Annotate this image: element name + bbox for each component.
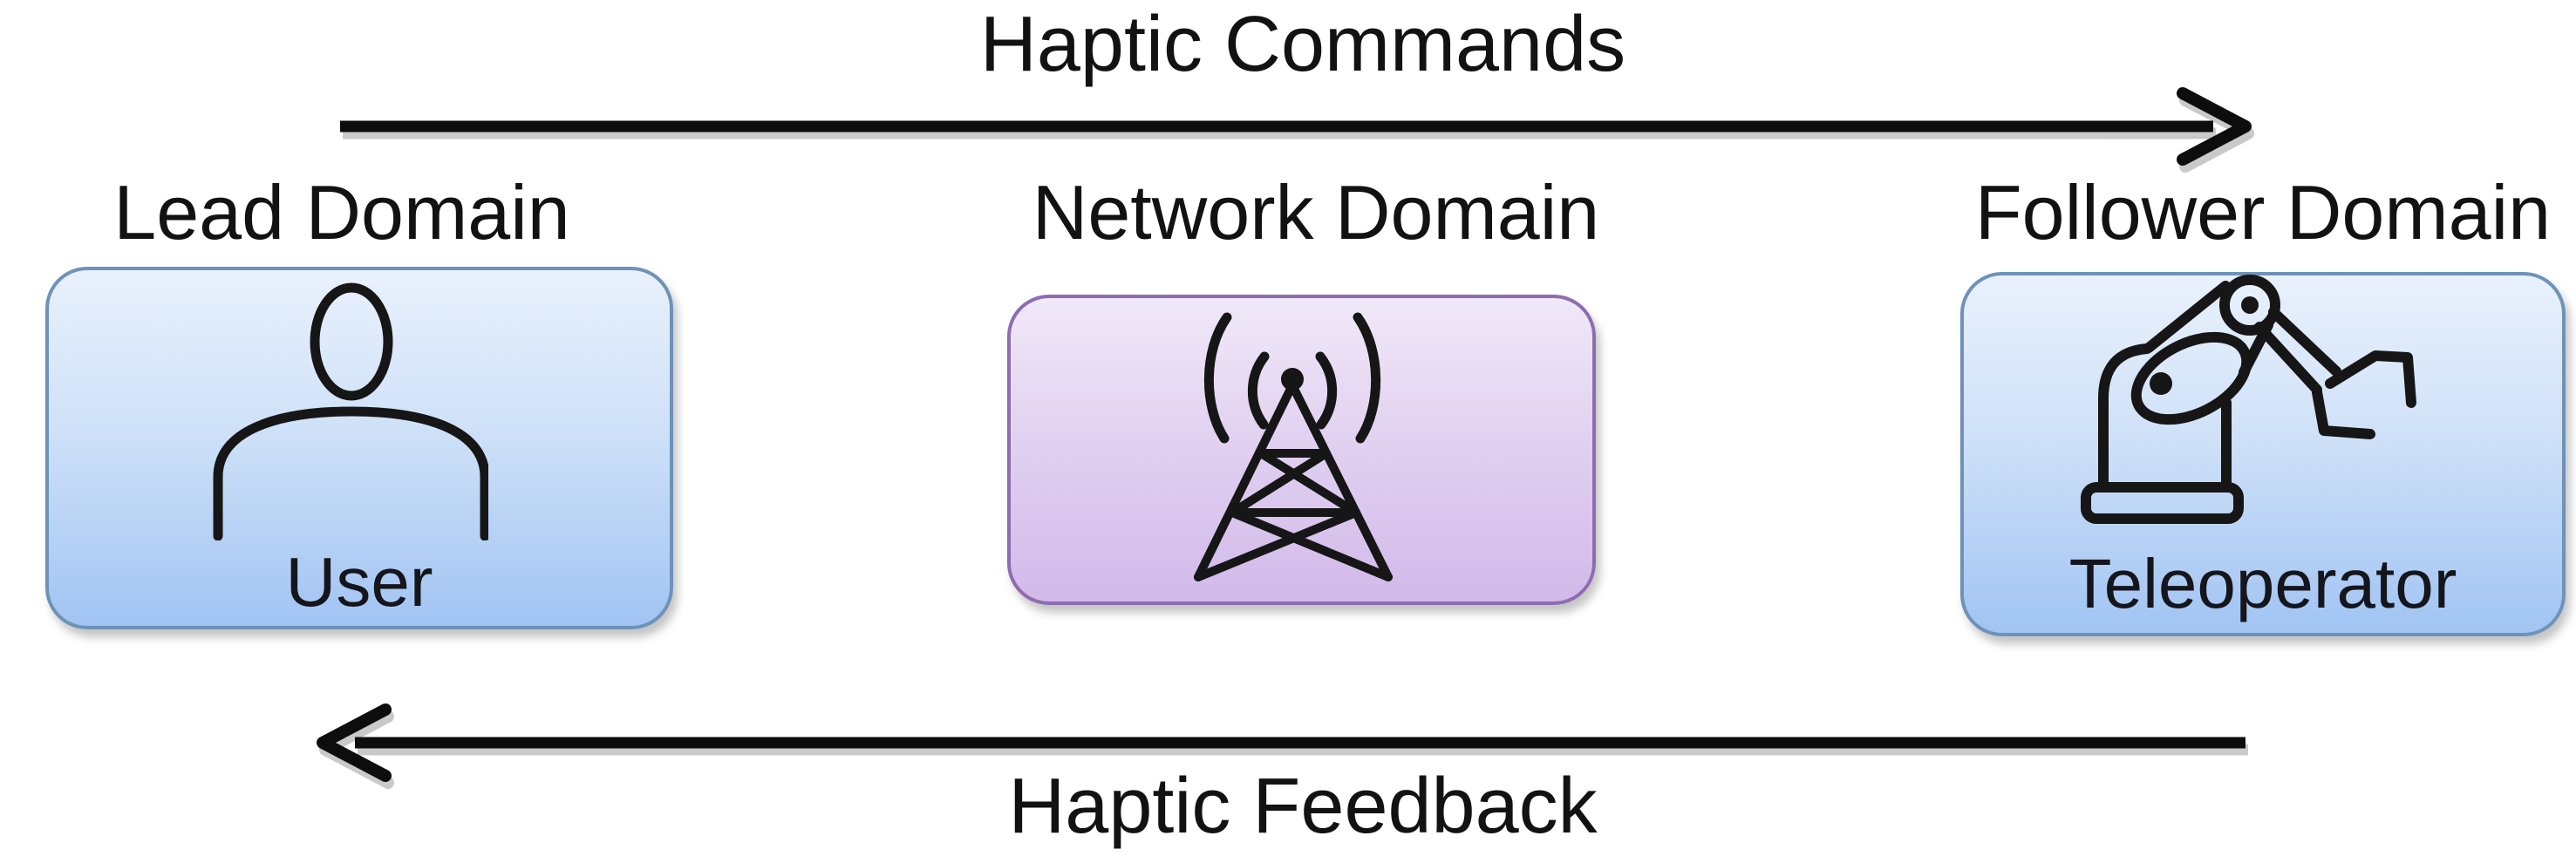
haptic-feedback-arrow-left-icon <box>317 703 2248 789</box>
radio-tower-icon <box>1194 312 1393 581</box>
user-icon <box>213 282 488 540</box>
follower-domain-title: Follower Domain <box>1974 169 2552 255</box>
network-domain-title: Network Domain <box>1032 169 1600 255</box>
lead-domain-box: User <box>45 267 673 629</box>
haptic-feedback-label: Haptic Feedback <box>1008 763 1598 850</box>
teleoperator-label: Teleoperator <box>2068 545 2457 622</box>
robot-arm-icon <box>2081 275 2416 524</box>
user-label: User <box>285 543 433 621</box>
haptic-commands-arrow-right-icon <box>340 87 2254 173</box>
haptic-commands-label: Haptic Commands <box>979 1 1626 88</box>
lead-domain-title: Lead Domain <box>113 169 570 255</box>
